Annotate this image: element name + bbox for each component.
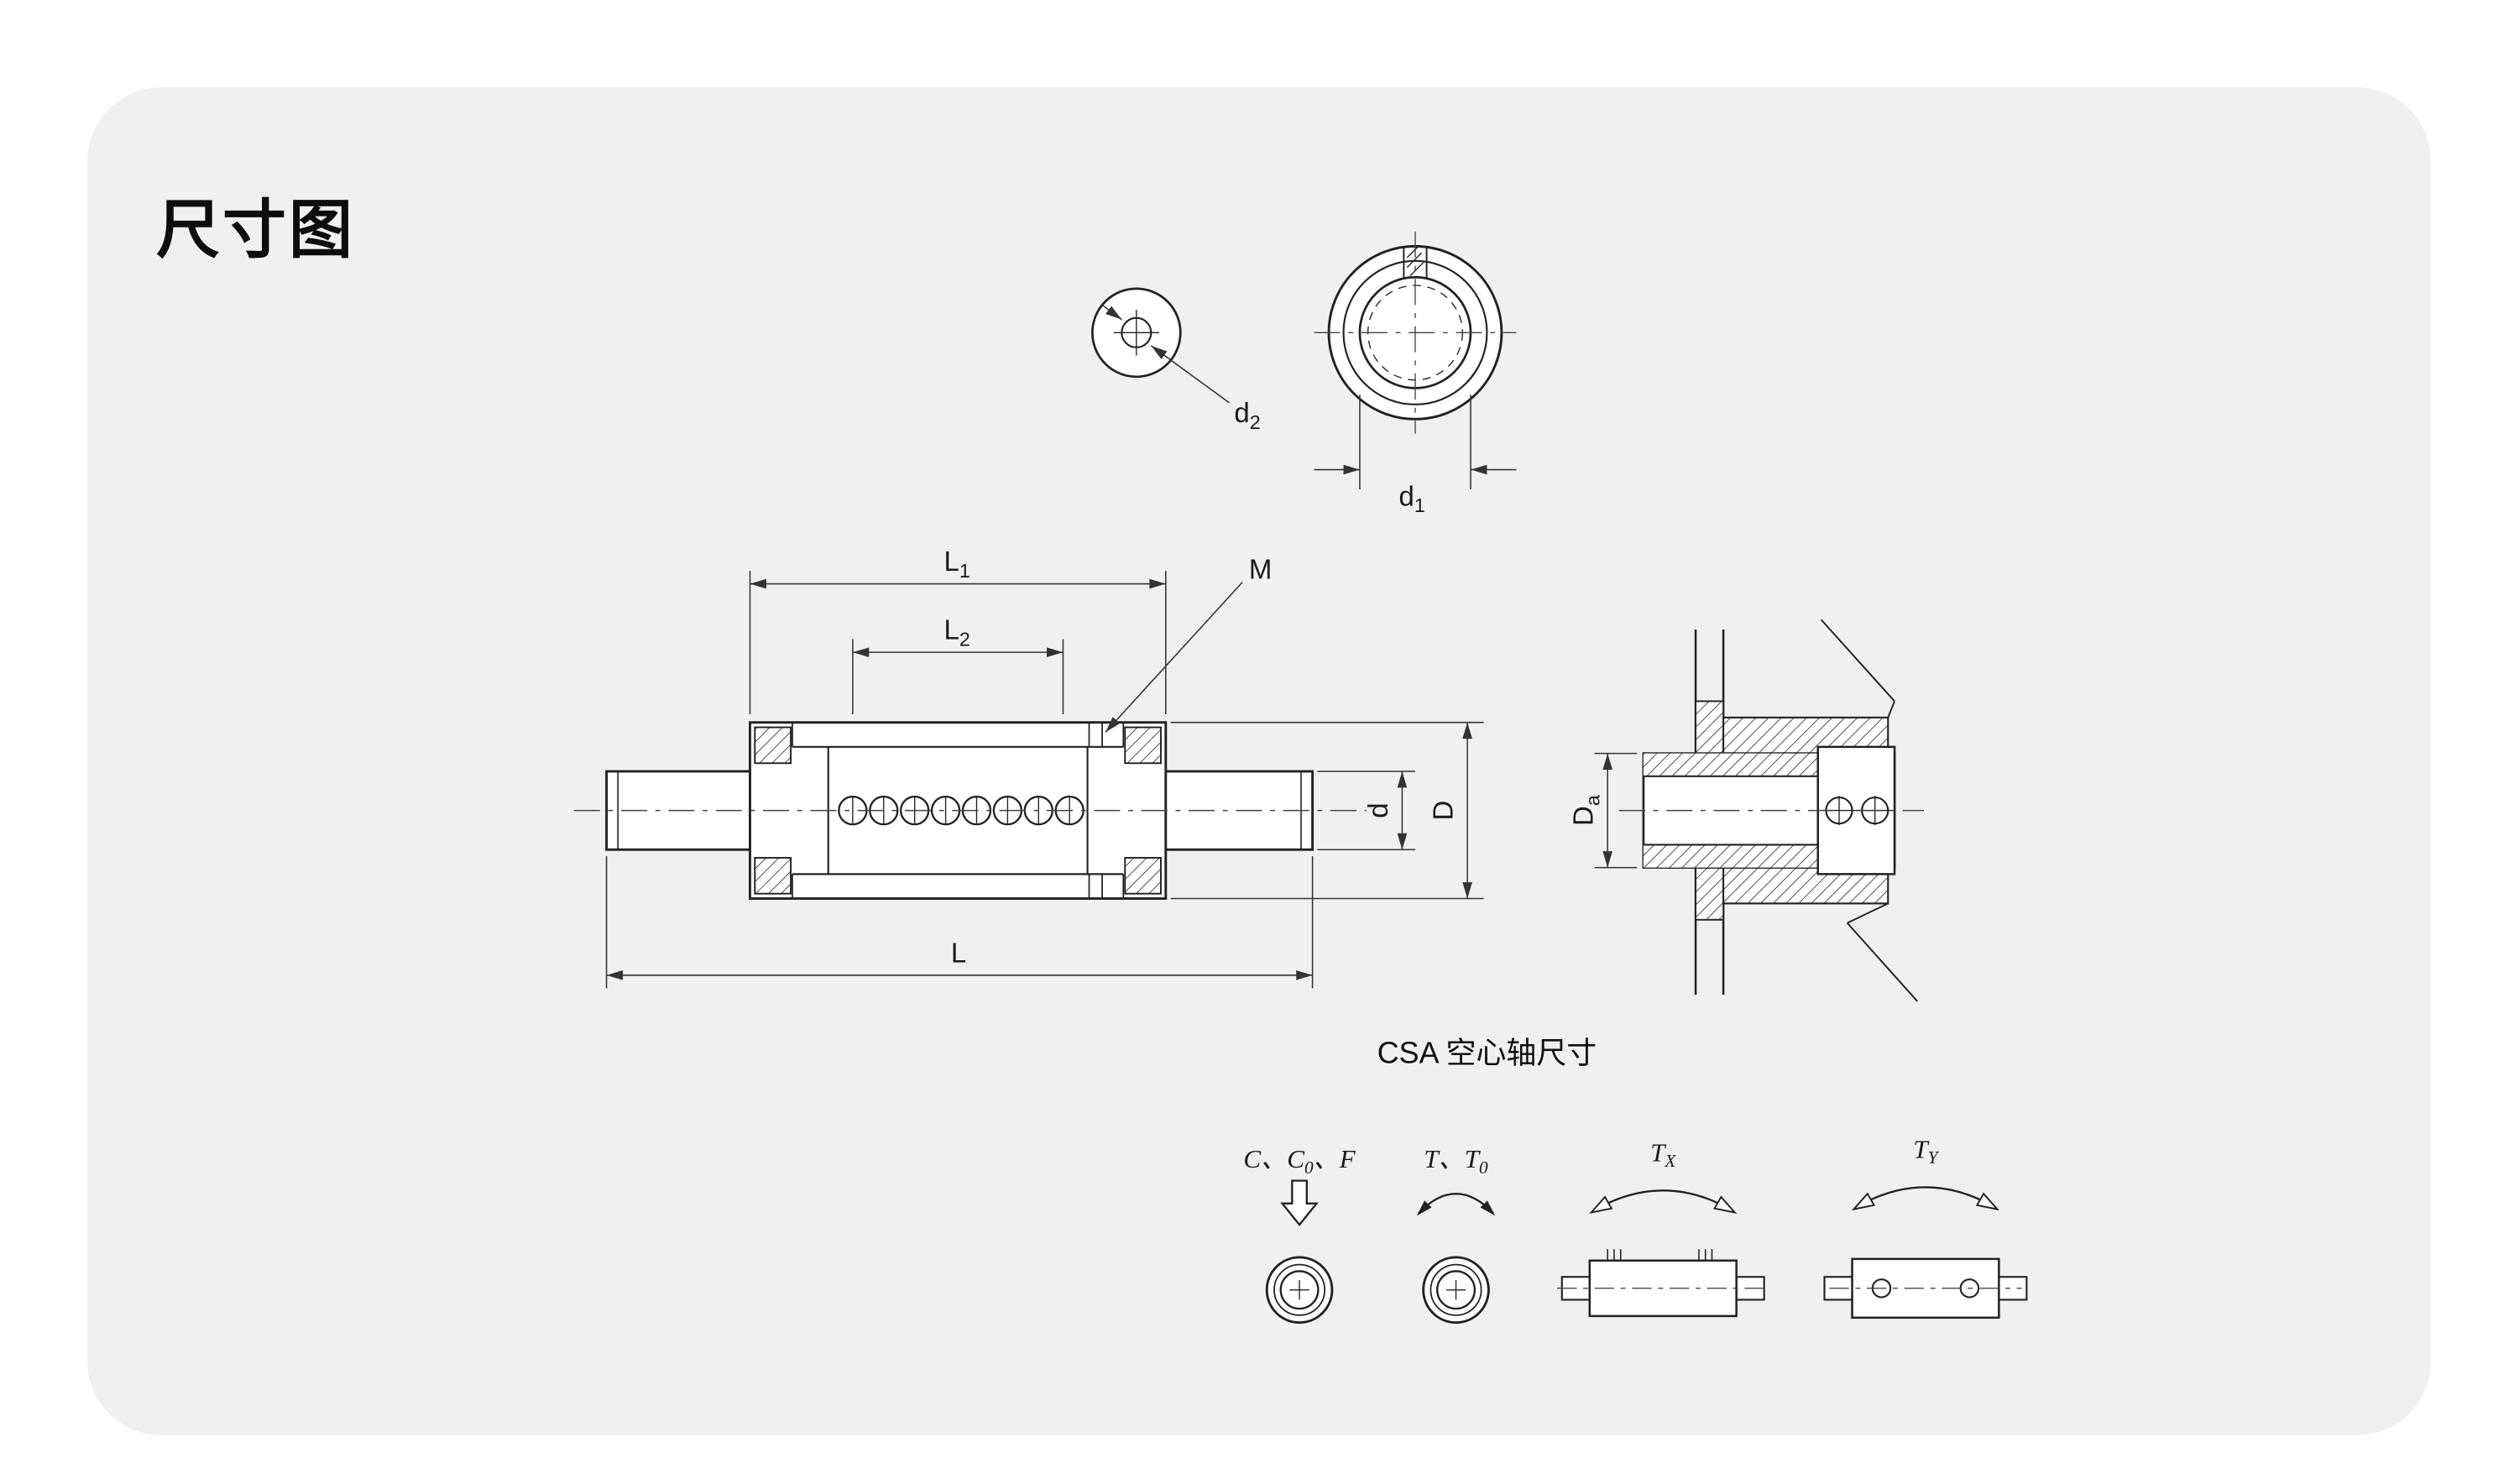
label-torque: T、T0: [1424, 1144, 1488, 1178]
seal-right-bottom: [1124, 856, 1162, 895]
label-d: d: [1362, 802, 1393, 818]
csa-caption: CSA 空心轴尺寸: [1377, 1036, 1597, 1070]
seal-left-bottom: [754, 856, 792, 895]
load-diagram-torque: T、T0: [1416, 1144, 1496, 1325]
seal-right-top: [1124, 726, 1162, 765]
label-d1: d1: [1398, 480, 1424, 516]
torque-arrow-icon: [1418, 1193, 1495, 1215]
yaw-arrow-icon: [1856, 1186, 1995, 1208]
page-title: 尺寸图: [156, 195, 355, 266]
load-diagram-radial: C、C0、F: [1243, 1144, 1356, 1325]
da-dimension: [1594, 752, 1638, 869]
label-L: L: [951, 937, 966, 968]
label-d2: d2: [1234, 397, 1260, 433]
down-arrow-icon: [1280, 1179, 1319, 1226]
label-radial-load: C、C0、F: [1243, 1144, 1356, 1178]
bearing-end-view: [1314, 231, 1517, 434]
label-Da: Da: [1568, 795, 1604, 826]
bearing-front-symbol: [1422, 1256, 1490, 1325]
bushing-side-symbol: [1556, 1249, 1769, 1318]
load-diagram-tx: TX: [1556, 1137, 1769, 1318]
bearing-front-symbol: [1265, 1256, 1334, 1325]
label-L1: L1: [944, 546, 970, 582]
label-tx: TX: [1650, 1137, 1676, 1171]
content-card: [87, 87, 2431, 1435]
label-D: D: [1428, 801, 1459, 821]
pitch-arrow-icon: [1594, 1189, 1732, 1211]
bushing-top-symbol: [1823, 1257, 2028, 1319]
side-view-dimensions: [605, 571, 1484, 989]
label-ty: TY: [1913, 1134, 1939, 1168]
seal-left-top: [754, 726, 792, 765]
label-L2: L2: [944, 614, 970, 651]
label-M: M: [1249, 554, 1273, 585]
d1-dimension: [1314, 395, 1517, 489]
shaft-end-view: [1091, 287, 1231, 404]
load-diagram-ty: TY: [1823, 1134, 2028, 1319]
